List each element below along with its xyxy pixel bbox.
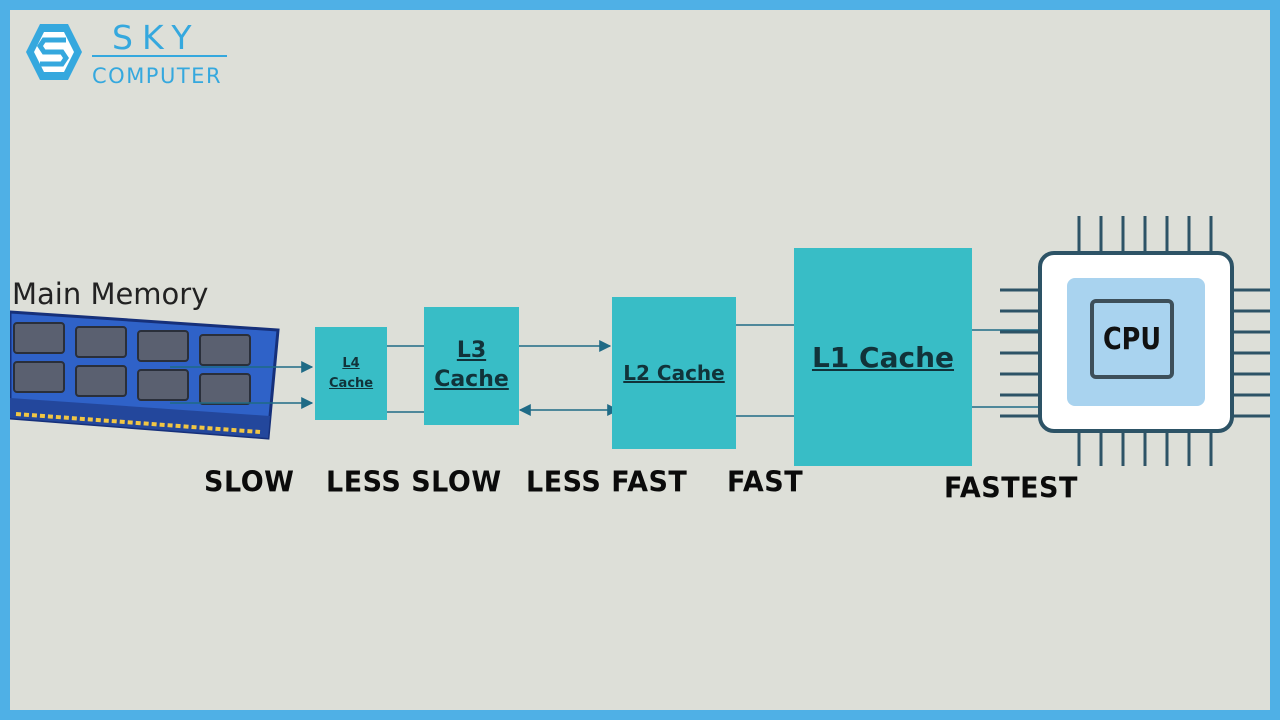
cache-l2-label: L2 Cache [623, 361, 725, 385]
logo-tagline-text: COMPUTER [92, 64, 223, 88]
cache-l1-box: L1 Cache [794, 248, 972, 466]
logo-icon [26, 24, 82, 80]
logo-divider [92, 55, 227, 57]
cache-l1-label: L1 Cache [811, 340, 955, 374]
cache-l4-box: L4 Cache [315, 327, 387, 420]
speed-label-fastest: FASTEST [944, 472, 1078, 505]
diagram-canvas: SKY COMPUTER Main Memory L4 Cache L3 Cac… [10, 10, 1270, 710]
cache-l2-box: L2 Cache [612, 297, 736, 449]
cache-l3-label: L3 Cache [434, 338, 509, 392]
cpu-label: CPU [1102, 321, 1162, 357]
diagram-graphics [10, 24, 1270, 466]
cache-l3-box: L3 Cache [424, 307, 519, 425]
cache-l4-label: L4 Cache [329, 356, 374, 391]
cpu-chip-icon [1000, 216, 1270, 466]
ram-module-icon [10, 310, 280, 440]
speed-label-fast: FAST [727, 466, 804, 499]
speed-label-slow: SLOW [204, 466, 295, 499]
speed-label-less-fast: LESS FAST [526, 466, 688, 499]
logo-brand-text: SKY [112, 18, 201, 57]
main-memory-label: Main Memory [12, 277, 209, 311]
speed-label-less-slow: LESS SLOW [326, 466, 502, 499]
